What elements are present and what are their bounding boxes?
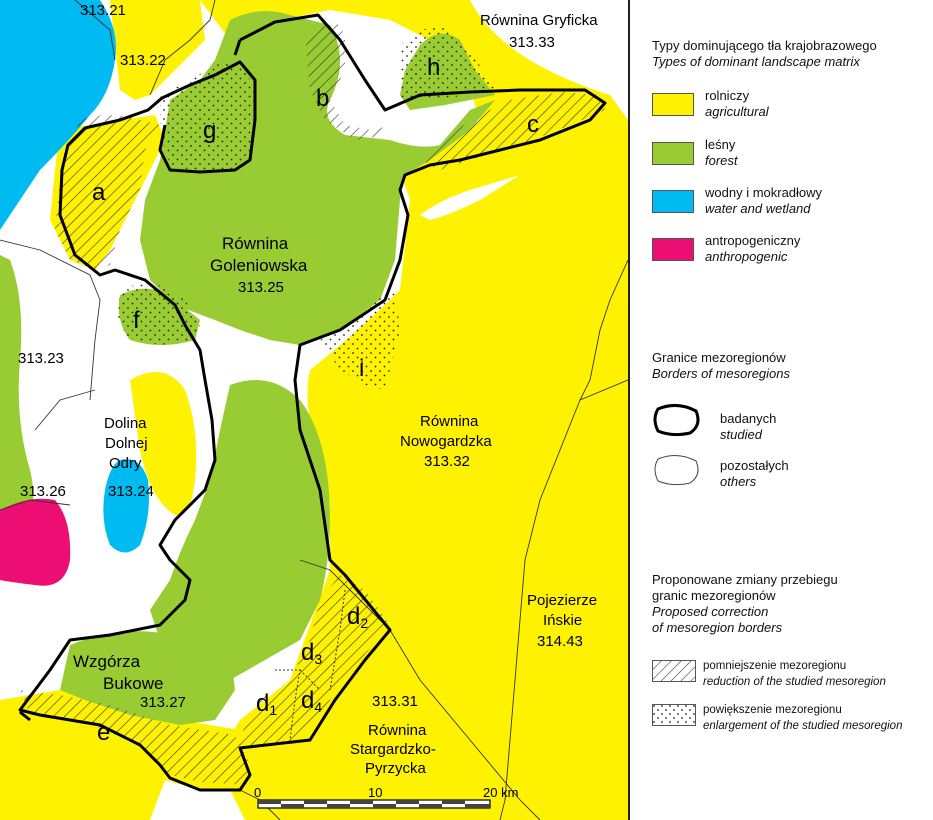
label-stargardzko-3: Pyrzycka bbox=[365, 760, 426, 777]
area-label-g: g bbox=[203, 117, 217, 144]
d-subdivision-lines bbox=[275, 589, 346, 741]
label-stargardzko-1: Równina bbox=[368, 722, 427, 739]
label-313-22: 313.22 bbox=[120, 52, 166, 69]
legend-studied-en: studied bbox=[720, 427, 762, 442]
scale-bar bbox=[257, 799, 491, 809]
scale-label-20: 20 km bbox=[483, 785, 519, 800]
legend-studied: badanych bbox=[720, 411, 777, 426]
label-313-21: 313.21 bbox=[80, 2, 126, 19]
legend-matrix-title: Typy dominującego tła krajobrazowego bbox=[652, 38, 877, 53]
legend-reduction-en: reduction of the studied mesoregion bbox=[703, 676, 886, 688]
label-rownina-gryficka: Równina Gryficka bbox=[480, 12, 598, 29]
legend-enlargement-swatch bbox=[652, 704, 696, 726]
area-label-a: a bbox=[92, 179, 106, 206]
legend-enlargement: powiększenie mezoregionu bbox=[703, 704, 842, 716]
legend-correction-1: Proponowane zmiany przebiegu bbox=[652, 572, 838, 587]
label-inskie-2: Ińskie bbox=[543, 612, 583, 629]
other-borders bbox=[0, 0, 628, 820]
legend-studied-border-symbol bbox=[653, 404, 700, 437]
label-goleniowska-1: Równina bbox=[222, 234, 289, 253]
area-label-f: f bbox=[133, 307, 140, 334]
label-313-33: 313.33 bbox=[509, 34, 555, 51]
label-dolina-1: Dolina bbox=[104, 415, 147, 432]
legend-correction-3: Proposed correction bbox=[652, 604, 769, 619]
legend-forest-en: forest bbox=[705, 153, 738, 168]
legend-others-en: others bbox=[720, 474, 757, 489]
label-nowogardzka-2: Nowogardzka bbox=[400, 433, 492, 450]
legend-forest: leśny bbox=[705, 137, 736, 152]
legend-others: pozostałych bbox=[720, 458, 789, 473]
legend-reduction-swatch bbox=[652, 660, 696, 682]
label-bukowe-1: Wzgórza bbox=[73, 652, 141, 671]
area-label-e: e bbox=[97, 719, 111, 746]
area-label-h: h bbox=[427, 54, 441, 81]
swatch-forest bbox=[652, 142, 694, 165]
swatch-water bbox=[652, 190, 694, 213]
label-313-27: 313.27 bbox=[140, 694, 186, 711]
label-dolina-2: Dolnej bbox=[105, 435, 148, 452]
legend-borders-title-en: Borders of mesoregions bbox=[652, 366, 791, 381]
legend-correction-4: of mesoregion borders bbox=[652, 620, 783, 635]
scale-label-10: 10 bbox=[368, 785, 383, 800]
legend-reduction: pomniejszenie mezoregionu bbox=[703, 660, 847, 672]
label-goleniowska-2: Goleniowska bbox=[210, 256, 308, 275]
label-314-43: 314.43 bbox=[537, 633, 583, 650]
area-label-d3: d3 bbox=[301, 639, 323, 668]
area-label-d4: d4 bbox=[301, 687, 323, 716]
label-dolina-3: Odry bbox=[109, 455, 142, 472]
legend-agricultural-en: agricultural bbox=[705, 104, 769, 119]
label-inskie-1: Pojezierze bbox=[527, 592, 598, 609]
legend-panel: Typy dominującego tła krajobrazowego Typ… bbox=[628, 0, 933, 820]
legend-anthropogenic-en: anthropogenic bbox=[705, 249, 788, 264]
swatch-anthropogenic bbox=[652, 238, 694, 261]
legend-water: wodny i mokradłowy bbox=[705, 185, 823, 200]
swatch-agricultural bbox=[652, 93, 694, 116]
legend-matrix-title-en: Types of dominant landscape matrix bbox=[652, 54, 860, 69]
label-313-24: 313.24 bbox=[108, 483, 154, 500]
legend-borders-title: Granice mezoregionów bbox=[652, 350, 786, 365]
label-313-25: 313.25 bbox=[238, 279, 284, 296]
map-canvas bbox=[0, 0, 628, 820]
label-313-32: 313.32 bbox=[424, 453, 470, 470]
area-label-d2: d2 bbox=[347, 603, 369, 632]
scale-label-0: 0 bbox=[254, 785, 262, 800]
label-313-23: 313.23 bbox=[18, 350, 64, 367]
studied-borders bbox=[18, 13, 607, 792]
legend-correction-2: granic mezoregionów bbox=[652, 588, 776, 603]
area-label-d1: d1 bbox=[256, 690, 278, 719]
legend-agricultural: rolniczy bbox=[705, 88, 750, 103]
label-313-26: 313.26 bbox=[20, 483, 66, 500]
legend-enlargement-en: enlargement of the studied mesoregion bbox=[703, 720, 903, 732]
legend-water-en: water and wetland bbox=[705, 201, 811, 216]
label-bukowe-2: Bukowe bbox=[103, 674, 164, 693]
label-stargardzko-2: Stargardzko- bbox=[350, 741, 436, 758]
label-nowogardzka-1: Równina bbox=[420, 413, 479, 430]
area-label-c: c bbox=[527, 111, 539, 138]
label-313-31: 313.31 bbox=[372, 693, 418, 710]
area-label-i: i bbox=[359, 355, 365, 382]
legend-other-border-symbol bbox=[654, 455, 699, 486]
anthropogenic-area bbox=[0, 498, 71, 586]
water-areas bbox=[0, 0, 149, 553]
legend-anthropogenic: antropogeniczny bbox=[705, 233, 801, 248]
area-label-b: b bbox=[316, 85, 330, 112]
reduction-areas bbox=[20, 20, 605, 785]
